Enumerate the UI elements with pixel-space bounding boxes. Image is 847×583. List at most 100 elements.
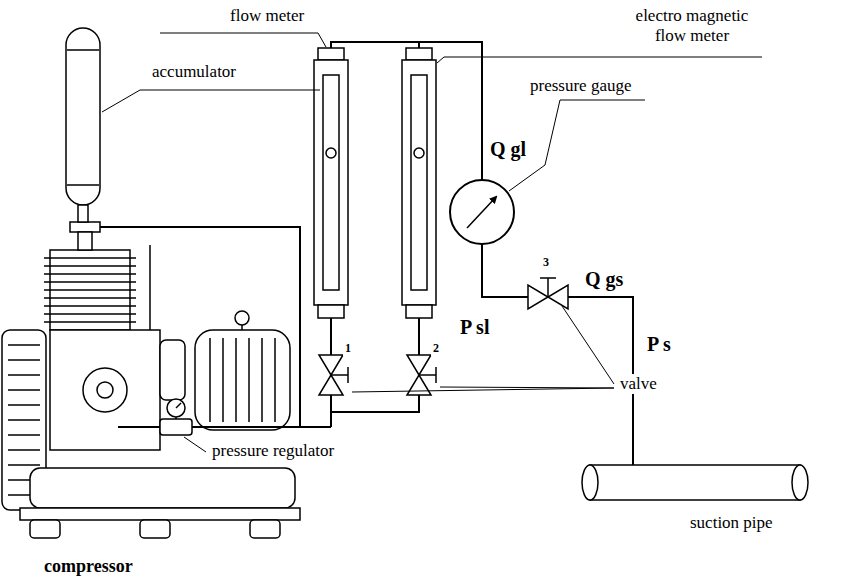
compressor-illustration [160, 340, 185, 400]
valve-symbol [540, 277, 556, 279]
compressor-illustration [8, 449, 40, 451]
compressor-illustration [44, 289, 136, 291]
compressor-illustration [8, 419, 40, 421]
compressor-illustration [44, 281, 136, 283]
compressor-illustration [274, 338, 276, 422]
accumulator-vessel [67, 49, 99, 51]
pipework [418, 42, 420, 48]
part-label: compressor [42, 556, 135, 577]
valve-symbol [319, 278, 568, 395]
compressor-illustration [8, 434, 40, 436]
valve-symbol [407, 355, 431, 375]
valve-symbol [548, 285, 568, 309]
valve-symbol [347, 367, 349, 383]
compressor-illustration [44, 321, 136, 323]
compressor-illustration [70, 222, 100, 232]
compressor-illustration [8, 359, 40, 361]
compressor-illustration [44, 257, 136, 259]
leader-line [160, 33, 326, 47]
part-label: valve [618, 374, 659, 394]
valve-symbol [419, 374, 436, 376]
pipework [100, 227, 300, 427]
valve-symbol [435, 367, 437, 383]
compressor-illustration [241, 325, 243, 330]
pipework [118, 426, 160, 428]
leader-line [102, 90, 320, 112]
compressor-illustration [44, 305, 136, 307]
callout-number: 1 [343, 342, 353, 356]
pressure-regulator-symbol [160, 419, 192, 435]
electromagnetic-flow-meter-symbol [411, 75, 427, 290]
compressor-illustration [209, 338, 211, 422]
compressor-illustration [248, 338, 250, 422]
part-label: suction pipe [688, 513, 775, 533]
compressor-illustration [78, 232, 92, 250]
compressor-illustration [195, 330, 290, 430]
suction-pipe-symbol [792, 465, 808, 500]
compressor-illustration [30, 520, 60, 538]
valve-symbol [547, 278, 549, 297]
accumulator-vessel [78, 205, 88, 222]
pipework [192, 426, 331, 428]
suction-pipe-symbol [582, 465, 808, 500]
pressure-regulator-symbol [176, 403, 181, 408]
pressure-gauge-symbol [450, 180, 514, 244]
leader-line [440, 387, 614, 388]
accumulator-vessel [66, 28, 100, 205]
leader-line [509, 100, 645, 191]
electromagnetic-flow-meter-symbol [406, 305, 432, 318]
pipework [418, 318, 420, 355]
part-label: pressure regulator [210, 441, 336, 461]
pressure-symbol: P s [645, 333, 673, 356]
flow-meter-symbol [314, 60, 348, 305]
compressor-illustration [2, 222, 300, 538]
pressure-regulator-symbol [160, 399, 192, 435]
flow-meter-symbol [318, 48, 344, 60]
flow-symbol: Q gs [583, 268, 625, 291]
compressor-illustration [50, 330, 160, 450]
electromagnetic-flow-meter-symbol [402, 48, 436, 318]
compressor-illustration [8, 404, 40, 406]
valve-symbol [319, 375, 343, 395]
compressor-illustration [261, 338, 263, 422]
compressor-illustration [44, 313, 136, 315]
compressor-illustration [222, 338, 224, 422]
compressor-illustration [8, 464, 40, 466]
compressor-illustration [20, 508, 300, 520]
flow-meter-symbol [326, 148, 336, 158]
flow-meter-symbol [314, 48, 348, 318]
electromagnetic-flow-meter-symbol [414, 148, 424, 158]
flow-meter-symbol [318, 305, 344, 318]
part-label: pressure gauge [528, 76, 634, 96]
leader-line [184, 437, 206, 452]
leader-line [437, 57, 762, 63]
valve-symbol [407, 375, 431, 395]
leader-line [102, 33, 762, 452]
pressure-symbol: P sl [458, 316, 491, 339]
part-label: accumulator [150, 62, 238, 82]
pressure-gauge-symbol [450, 180, 514, 244]
compressor-illustration [44, 265, 136, 267]
flow-symbol: Q gl [488, 138, 528, 161]
pressure-gauge-symbol [467, 197, 496, 228]
compressor-illustration [83, 368, 127, 412]
electromagnetic-flow-meter-symbol [406, 48, 432, 60]
compressor-illustration [97, 382, 113, 398]
pipework [100, 42, 633, 465]
compressor-illustration [8, 389, 40, 391]
compressor-illustration [44, 297, 136, 299]
suction-pipe-symbol [590, 465, 800, 500]
compressor-illustration [30, 468, 295, 508]
pipework [330, 318, 332, 355]
callout-number: 2 [431, 342, 441, 356]
leader-line [352, 388, 614, 392]
compressor-illustration [140, 520, 170, 538]
accumulator-vessel [66, 28, 100, 222]
callout-number: 3 [541, 256, 551, 270]
compressor-illustration [235, 311, 249, 325]
pipework [482, 244, 528, 297]
compressor-illustration [8, 374, 40, 376]
part-label: electro magnetic flow meter [625, 6, 759, 45]
